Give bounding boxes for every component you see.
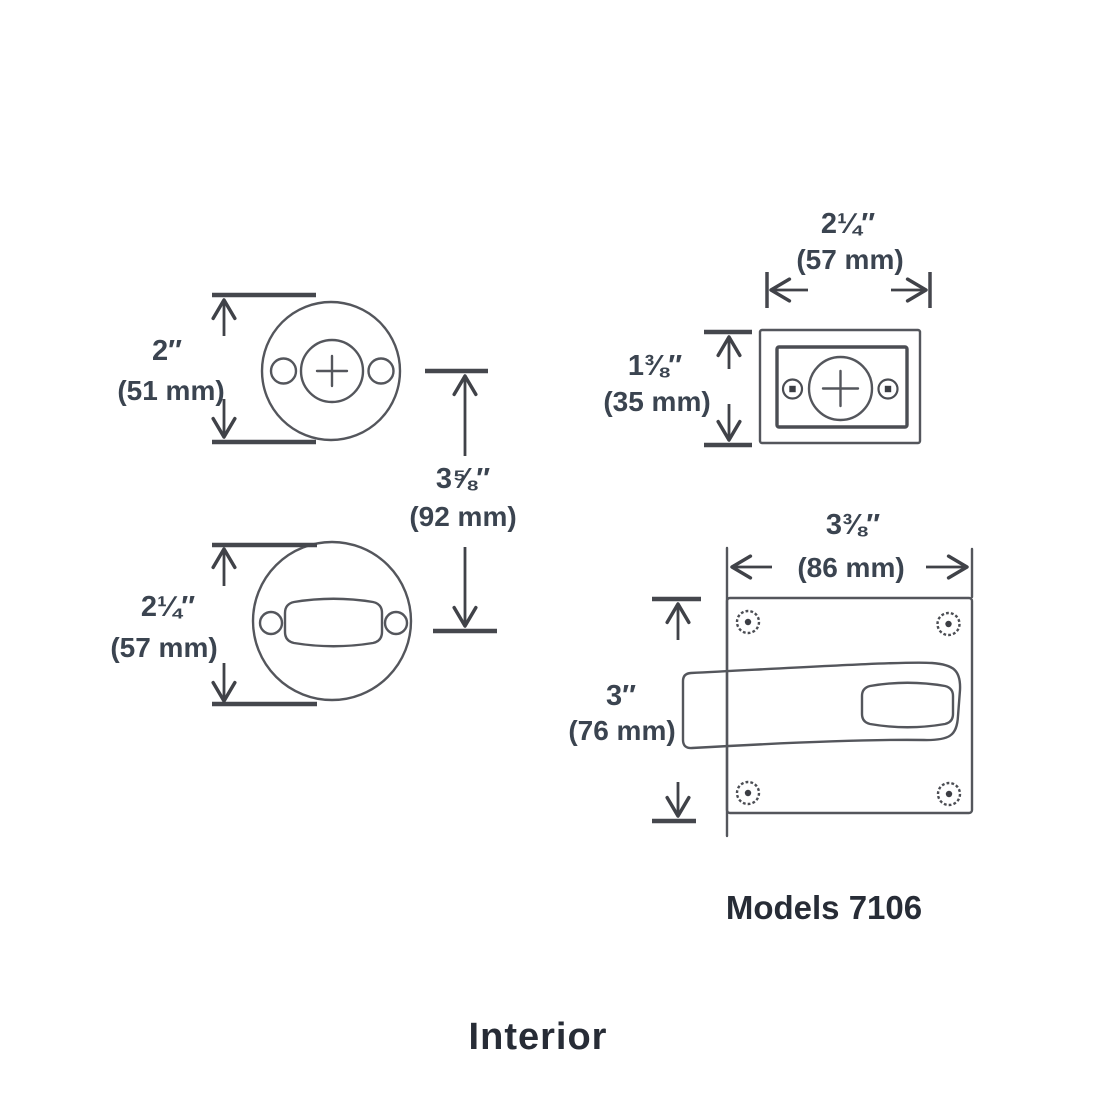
interior-rose-dim-inches: 2¼″ bbox=[141, 591, 195, 623]
body-width-dim-mm: (86 mm) bbox=[797, 552, 904, 583]
body-height-dim-inches: 3″ bbox=[606, 680, 636, 712]
exterior-rose-dim-mm: (51 mm) bbox=[117, 375, 224, 406]
lock-body-interior-view: 3⅜″ (86 mm) 3″ (76 mm) bbox=[568, 509, 974, 838]
rose-outline bbox=[251, 540, 413, 702]
screw-right bbox=[877, 378, 899, 400]
screw-bottom-left-dot bbox=[744, 789, 752, 797]
screw-hole-left bbox=[258, 610, 284, 636]
cylinder-circle bbox=[807, 355, 874, 422]
faceplate-height-dim-mm: (35 mm) bbox=[603, 386, 710, 417]
exterior-rose-dim-inches: 2″ bbox=[152, 335, 182, 367]
faceplate-inner bbox=[775, 345, 909, 429]
faceplate-edge-view: 2¼″ (57 mm) 1⅜″ (35 mm) bbox=[603, 208, 932, 448]
faceplate-height-dim-inches: 1⅜″ bbox=[628, 350, 682, 382]
interior-rose-dim-mm: (57 mm) bbox=[110, 632, 217, 663]
screw-bottom-left bbox=[735, 780, 761, 806]
rose-outline bbox=[260, 300, 402, 442]
center-spacing-dim-mm: (92 mm) bbox=[409, 501, 516, 532]
faceplate-width-dim-mm: (57 mm) bbox=[796, 244, 903, 275]
thumbturn-knob bbox=[860, 681, 955, 729]
lock-body-plate bbox=[725, 596, 974, 815]
screw-right-dot bbox=[884, 385, 892, 393]
screw-bottom-right-dot bbox=[945, 790, 953, 798]
faceplate-outer bbox=[758, 328, 922, 445]
screw-left-dot bbox=[789, 385, 796, 393]
body-width-dim-inches: 3⅜″ bbox=[826, 509, 880, 541]
screw-top-right bbox=[936, 611, 961, 637]
screw-bottom-right bbox=[936, 781, 962, 807]
interior-rose-front-view: 2¼″ (57 mm) bbox=[110, 540, 413, 707]
screw-top-left-dot bbox=[744, 618, 752, 626]
screw-hole-left bbox=[269, 357, 298, 385]
screw-hole-right bbox=[383, 610, 409, 636]
models-label: Models 7106 bbox=[726, 889, 922, 926]
screw-top-right-dot bbox=[945, 620, 952, 628]
screw-top-left bbox=[735, 609, 761, 635]
center-spacing-dimension: 3⅝″ (92 mm) bbox=[409, 368, 517, 634]
body-height-dim-mm: (76 mm) bbox=[568, 715, 675, 746]
screw-hole-right bbox=[367, 357, 395, 385]
center-spacing-dim-inches: 3⅝″ bbox=[436, 463, 490, 495]
faceplate-width-dim-inches: 2¼″ bbox=[821, 208, 875, 240]
cylinder-circle bbox=[299, 338, 365, 404]
view-title: Interior bbox=[469, 1016, 608, 1058]
bolt-housing bbox=[681, 661, 962, 750]
thumbturn-knob bbox=[283, 597, 384, 648]
exterior-rose-front-view: 2″ (51 mm) bbox=[117, 292, 402, 445]
screw-left bbox=[781, 378, 804, 400]
